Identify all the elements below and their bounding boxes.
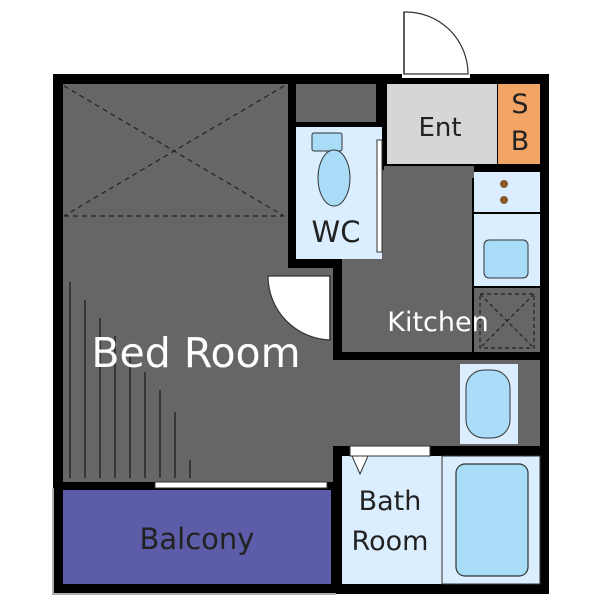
bedroom-door-swing [267, 275, 331, 341]
bath-door-gap [349, 445, 431, 457]
wc-tank [311, 132, 343, 152]
loft-ladder-lines [69, 282, 191, 478]
hall-floor [384, 166, 474, 178]
balcony-rail [52, 488, 336, 595]
entry-door-swing [403, 11, 469, 75]
fridge-space [474, 288, 540, 352]
corridor-floor [296, 84, 376, 122]
entrance-label: Ent [418, 113, 461, 143]
bath-label-2: Room [352, 526, 429, 557]
wc-label: WC [312, 215, 361, 249]
stove-burner-icon [500, 196, 508, 204]
bathtub [455, 463, 529, 577]
kitchen-label: Kitchen [387, 307, 488, 338]
bath-label-1: Bath [359, 486, 422, 517]
wc-door [376, 139, 383, 253]
washbasin [465, 369, 511, 439]
storage-label-1: S [511, 89, 528, 120]
stove-burner-icon [500, 180, 508, 188]
storage-box [498, 84, 540, 164]
bed-room-label: Bed Room [91, 329, 300, 377]
bath-door-marker [351, 455, 369, 476]
hall-strip [524, 364, 540, 444]
balcony-floor [63, 490, 331, 584]
storage-label-2: B [511, 126, 530, 157]
fridge-space-marking [479, 293, 535, 349]
entrance-floor [387, 84, 497, 164]
kitchen-sink [483, 239, 529, 279]
stove-panel [474, 172, 540, 212]
toilet-bowl [317, 149, 351, 207]
balcony-label: Balcony [140, 522, 255, 556]
balcony-window [154, 481, 328, 489]
closet-marking [63, 85, 285, 217]
